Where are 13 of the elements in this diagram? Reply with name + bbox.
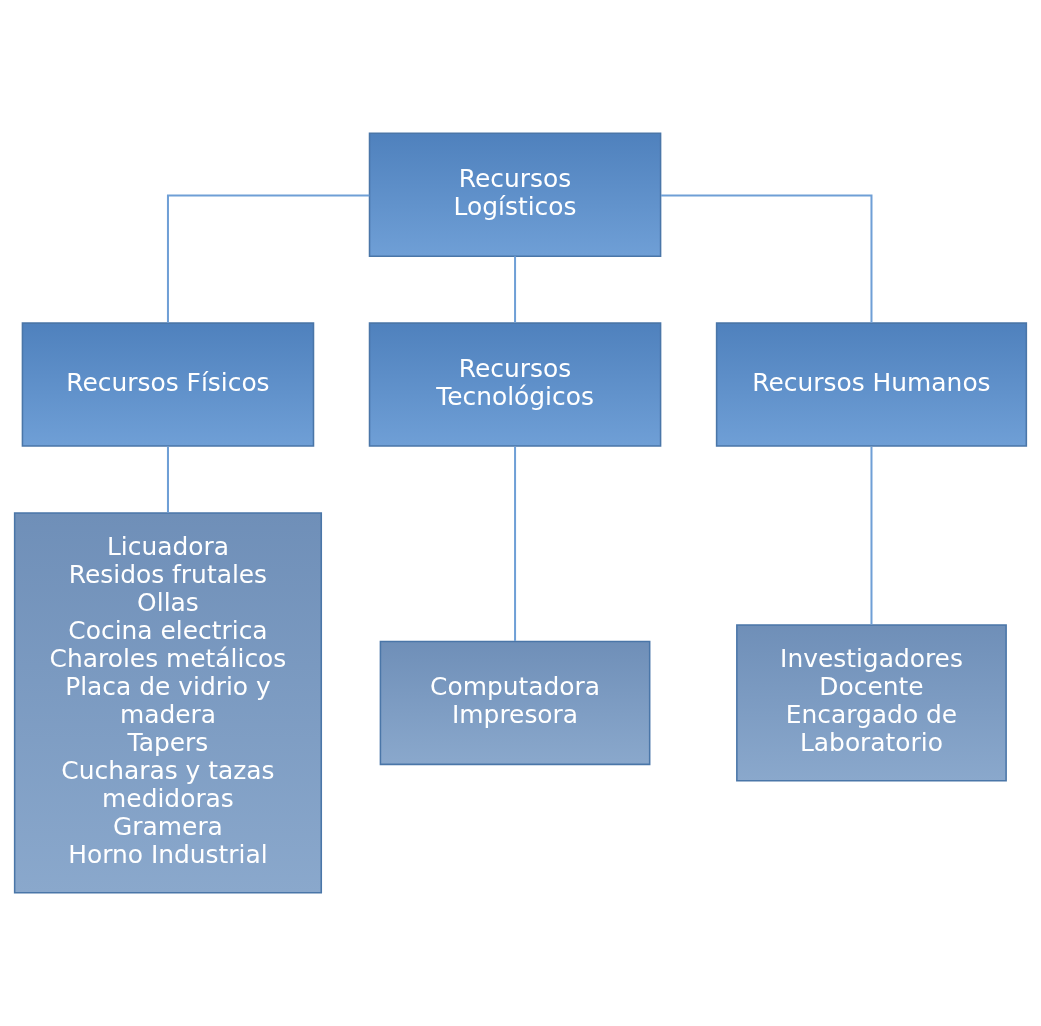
connector [514, 446, 517, 641]
node-box: Recursos Humanos [715, 322, 1028, 447]
connector [870, 446, 873, 625]
node-box: Computadora Impresora [379, 640, 651, 766]
node-box: Recursos Físicos [21, 322, 315, 447]
node-box: Recursos Logísticos [368, 132, 662, 257]
node-box: Recursos Tecnológicos [368, 322, 662, 447]
connector [166, 446, 169, 513]
node-box: Licuadora Residos frutales Ollas Cocina electrica Charoles metálicos Placa de vidrio y madera Tapers Cucharas y tazas medidoras Gramera Horno Industrial [13, 512, 323, 894]
connector [166, 194, 370, 323]
node-box: Investigadores Docente Encargado de Laboratorio [736, 624, 1007, 782]
connector [661, 194, 873, 323]
connector [514, 256, 517, 323]
